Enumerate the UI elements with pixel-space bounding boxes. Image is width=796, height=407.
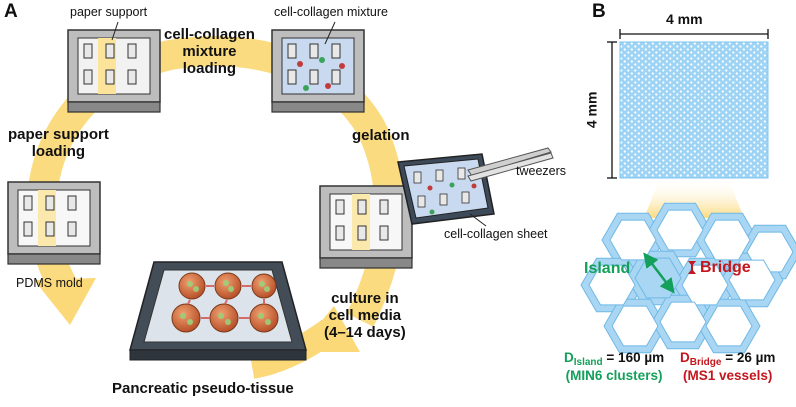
bridge-d-symbol: D [680,350,690,365]
tweezers-annotation: tweezers [516,164,567,178]
step-gelation: gelation [352,127,410,144]
hexagon-island-hole [588,264,636,306]
hexagon-island-hole [659,301,707,343]
cell-collagen-sheet-annotation: cell-collagen sheet [444,227,548,241]
hexagon-island-hole [703,219,751,261]
bridge-diameter-equation: DBridge = 26 µm (MS1 vessels) [680,350,775,383]
tray-pseudo-tissue [129,261,307,361]
paper-support-annotation: paper support [70,5,148,19]
width-dimension-arrow [619,29,769,39]
bridge-note: (MS1 vessels) [683,368,773,384]
bridge-indicator-icon [688,261,696,274]
bridge-label: Bridge [700,259,751,276]
tray-cell-collagen-mixture [271,29,365,113]
island-note: (MIN6 clusters) [565,368,663,384]
sheet-callout-line [469,213,487,227]
hexagon-island-hole [728,259,776,301]
height-dimension-arrow [607,41,617,179]
island-label: Island [584,260,631,277]
island-diameter-arrow [643,252,675,294]
mesh-square [619,41,769,179]
result-label: Pancreatic pseudo-tissue [112,380,294,397]
panel-b-label: B [592,1,606,22]
bridge-d-subscript: Bridge [689,357,722,368]
hexagon-island-hole [705,305,753,347]
tweezers-icon [467,147,554,182]
width-dimension-label: 4 mm [666,11,703,27]
callout-lines [111,21,336,45]
bridge-d-value: = 26 µm [725,350,776,365]
hexagon-island-hole [681,264,729,306]
step-culture: culture in cell media (4–14 days) [324,290,406,341]
height-dimension-label: 4 mm [583,91,600,129]
cell-collagen-sheet-lifted [397,153,495,225]
island-d-symbol: D [564,350,574,365]
hexagon-island-hole [611,305,659,347]
hexagon-network [580,202,796,354]
tray-pdms-mold [7,181,101,265]
step-paper-support-loading: paper support loading [8,126,109,160]
tray-gelation [319,185,413,269]
island-diameter-equation: DIsland = 160 µm (MIN6 clusters) [564,350,664,383]
cell-collagen-mixture-annotation: cell-collagen mixture [274,5,388,19]
tray-paper-support [67,29,161,113]
island-d-subscript: Island [573,357,603,368]
step-mixture-loading: cell-collagen mixture loading [164,26,255,77]
pdms-mold-annotation: PDMS mold [16,276,83,290]
hexagon-island-hole [656,209,704,251]
island-d-value: = 160 µm [606,350,665,365]
panel-a-label: A [4,1,18,22]
